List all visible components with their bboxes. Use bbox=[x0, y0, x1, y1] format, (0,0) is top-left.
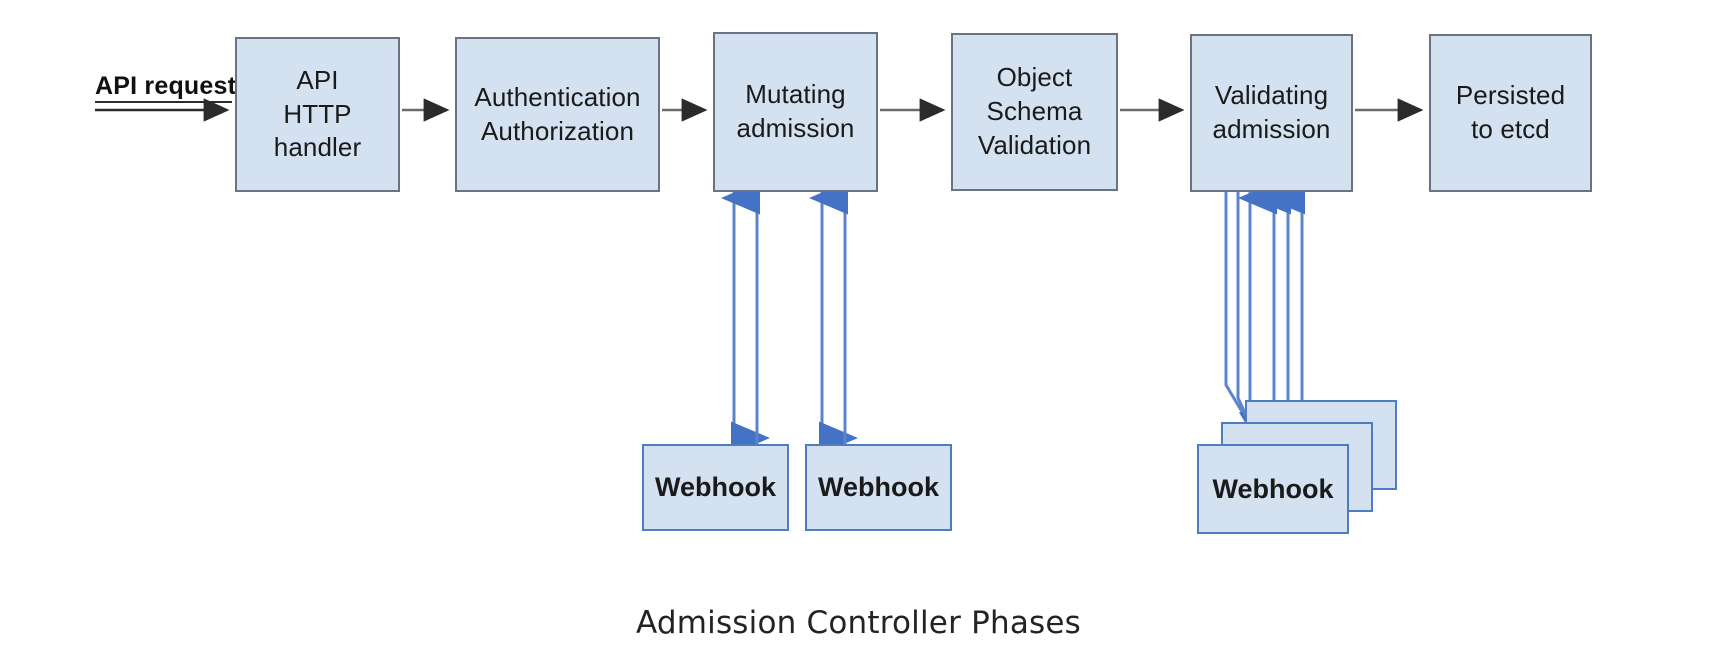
phase-box-api-http-handler[interactable]: API HTTP handler bbox=[235, 37, 400, 192]
webhook-box-mutating-1[interactable]: Webhook bbox=[642, 444, 789, 531]
webhook-box-validating-1[interactable]: Webhook bbox=[1197, 444, 1349, 534]
phase-box-mutating-admission[interactable]: Mutating admission bbox=[713, 32, 878, 192]
figure-caption: Admission Controller Phases bbox=[636, 605, 1081, 641]
phase-box-object-schema-validation[interactable]: Object Schema Validation bbox=[951, 33, 1118, 191]
phase-box-authentication-authorization[interactable]: Authentication Authorization bbox=[455, 37, 660, 192]
phase-box-validating-admission[interactable]: Validating admission bbox=[1190, 34, 1353, 192]
webhook-box-mutating-2[interactable]: Webhook bbox=[805, 444, 952, 531]
api-request-label: API request bbox=[95, 72, 237, 100]
phase-box-persisted-to-etcd[interactable]: Persisted to etcd bbox=[1429, 34, 1592, 192]
validating-webhook-2-request-arrow bbox=[1236, 192, 1287, 449]
validating-webhook-1-request-arrow bbox=[1224, 192, 1281, 441]
